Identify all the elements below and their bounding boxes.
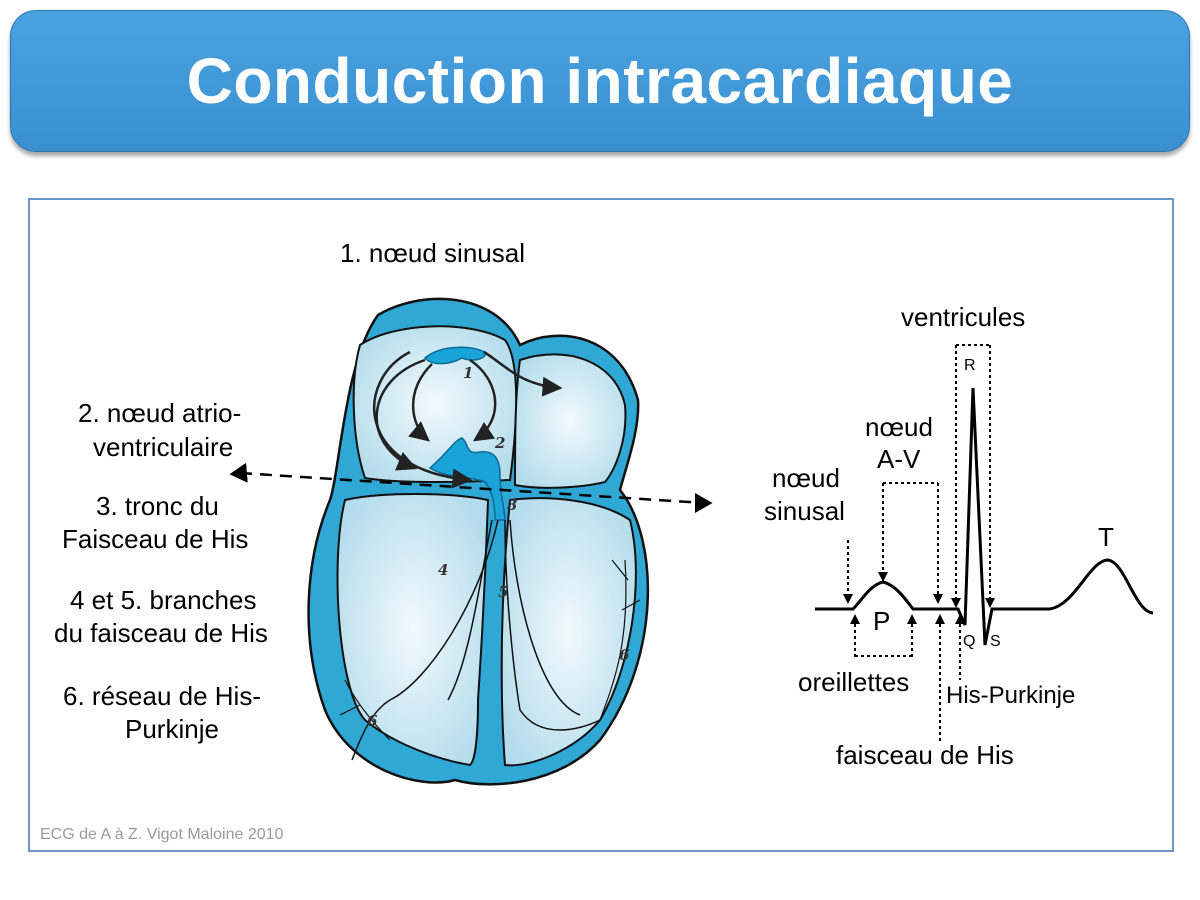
ecg-label-ventricles: ventricules	[901, 302, 1026, 332]
heart-number-3: 3	[507, 496, 517, 514]
ecg-label-r: R	[964, 357, 976, 374]
left-branch-line-a	[447, 519, 493, 701]
title-banner: Conduction intracardiaque	[10, 10, 1190, 152]
sinus-node-shape	[423, 346, 486, 365]
heart-number-4: 4	[438, 561, 448, 579]
heart-illustration: 1 2 3 4 5 6 6	[307, 297, 650, 786]
vent-left-arrowhead	[951, 598, 961, 608]
sinus-arrowhead	[843, 594, 853, 604]
label-branches-2: du faisceau de His	[54, 618, 268, 648]
page-title: Conduction intracardiaque	[186, 45, 1014, 117]
atrial-arrow-2	[469, 358, 497, 442]
heart-number-5: 5	[498, 583, 508, 601]
atria-right-arrowhead	[907, 614, 917, 624]
atrial-arrow-4	[372, 350, 473, 489]
ecg-label-p: P	[873, 606, 891, 636]
label-sinus-node: 1. nœud sinusal	[340, 238, 525, 268]
heart-number-2: 2	[494, 434, 505, 452]
ecg-label-sinus-1: nœud	[772, 463, 840, 493]
ecg-marker-arrowheads	[843, 572, 995, 624]
av-arrowhead	[878, 572, 888, 582]
atrial-arrow-3	[375, 358, 426, 471]
atria-left-arrowhead	[850, 614, 860, 624]
left-branch-line-b	[504, 519, 601, 731]
right-ventricle	[336, 493, 490, 767]
ecg-interval-markers	[847, 344, 991, 742]
source-credit: ECG de A à Z. Vigot Maloine 2010	[40, 826, 284, 843]
heart-number-1: 1	[463, 364, 473, 382]
ecg-label-q: Q	[963, 633, 976, 650]
label-his-trunk-1: 3. tronc du	[96, 491, 219, 521]
vent-right-arrowhead	[985, 598, 995, 608]
ecg-trace	[815, 387, 1154, 646]
label-av-node-1: 2. nœud atrio-	[78, 398, 242, 428]
atrial-arrow-1	[408, 363, 433, 442]
purkinje-network	[339, 559, 641, 741]
atrial-arrow-5	[483, 350, 563, 397]
his-purkinje-arrowhead	[955, 614, 965, 624]
ecg-label-atria: oreillettes	[798, 667, 910, 697]
conduction-dashed-line	[239, 471, 705, 505]
his-arrowhead	[935, 614, 945, 624]
label-his-trunk-2: Faisceau de His	[62, 524, 249, 554]
ecg-label-s: S	[990, 633, 1001, 650]
left-ventricle	[500, 497, 637, 767]
left-atrium	[513, 353, 627, 489]
ecg-label-av-1: nœud	[865, 412, 933, 442]
heart-number-6-left: 6	[367, 712, 378, 730]
label-branches-1: 4 et 5. branches	[70, 585, 257, 615]
ecg-waveform	[815, 387, 1154, 646]
ecg-label-t: T	[1098, 522, 1114, 552]
left-branch-line-c	[509, 519, 581, 716]
ecg-label-sinus-2: sinusal	[764, 496, 845, 526]
av-end-arrowhead	[933, 594, 943, 604]
label-av-node-2: ventriculaire	[93, 432, 234, 462]
right-branch-line	[351, 519, 499, 761]
diagram-frame	[28, 198, 1174, 852]
ecg-label-av-2: A-V	[877, 444, 921, 474]
left-arrowhead	[229, 462, 248, 483]
ecg-label-his-bundle: faisceau de His	[836, 740, 1014, 770]
av-node-shape	[428, 437, 506, 521]
heart-number-6-right: 6	[619, 646, 630, 664]
ecg-label-his-purkinje: His-Purkinje	[946, 682, 1076, 709]
label-purkinje-2: Purkinje	[125, 714, 219, 744]
label-purkinje-1: 6. réseau de His-	[63, 681, 261, 711]
